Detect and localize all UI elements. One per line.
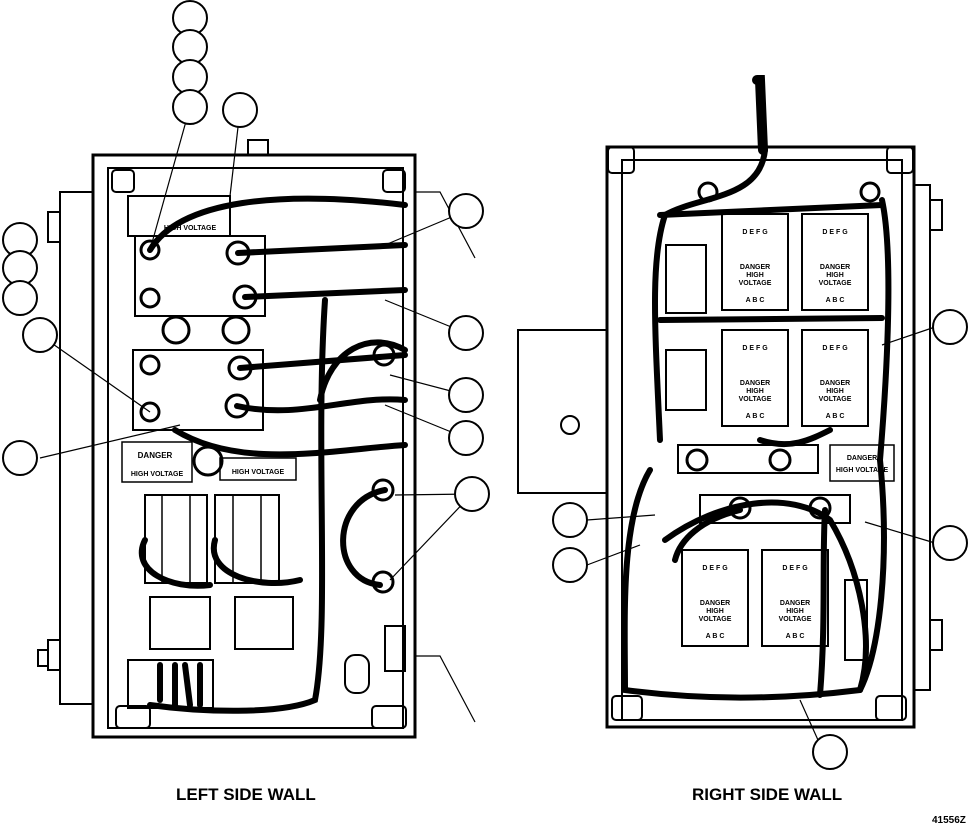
terminal-label-bottom: A B C (746, 297, 765, 304)
danger-label: DANGER (780, 600, 810, 607)
callout-balloon (2, 440, 38, 476)
right-side-wall (517, 75, 943, 741)
terminal-label-bottom: A B C (826, 297, 845, 304)
high-label: HIGH (746, 388, 764, 395)
callout-balloon (552, 502, 588, 538)
callout-balloon (448, 377, 484, 413)
left-side-wall (37, 106, 476, 739)
voltage-label: VOLTAGE (739, 280, 772, 287)
high-label: HIGH (706, 608, 724, 615)
voltage-label: VOLTAGE (819, 280, 852, 287)
voltage-label: VOLTAGE (779, 616, 812, 623)
right-side-box (517, 329, 608, 494)
callout-balloon (2, 250, 38, 286)
terminal-label-top: D E F G (782, 565, 808, 572)
terminal-label-bottom: A B C (826, 413, 845, 420)
left-flange (59, 191, 94, 705)
callout-balloon (932, 309, 968, 345)
terminal-label-bottom: A B C (786, 633, 805, 640)
hv-terminal-block-2 (132, 349, 264, 431)
callout-balloon (552, 547, 588, 583)
terminal-label-top: D E F G (742, 345, 768, 352)
left-caption: LEFT SIDE WALL (176, 785, 316, 804)
callout-balloon (448, 420, 484, 456)
terminal-label-top: D E F G (742, 229, 768, 236)
callout-balloon (22, 317, 58, 353)
right-caption: RIGHT SIDE WALL (692, 785, 843, 804)
danger-label: DANGER (138, 451, 173, 460)
terminal-label-top: D E F G (702, 565, 728, 572)
left-danger-label (121, 441, 193, 483)
high-voltage-label: HIGH VOLTAGE (232, 469, 285, 476)
right-relay-6 (761, 549, 829, 647)
voltage-label: VOLTAGE (699, 616, 732, 623)
danger-label: DANGER (700, 600, 730, 607)
callouts (2, 0, 968, 770)
voltage-label: VOLTAGE (739, 396, 772, 403)
terminal-label-top: D E F G (822, 229, 848, 236)
callout-balloon (222, 92, 258, 128)
right-relay-3 (721, 329, 789, 427)
danger-label: DANGER (820, 380, 850, 387)
danger-label: DANGER (740, 380, 770, 387)
callout-balloon (812, 734, 848, 770)
danger-label: DANGER (740, 264, 770, 271)
callout-balloon (448, 193, 484, 229)
callout-balloon (2, 280, 38, 316)
callout-balloon (448, 315, 484, 351)
right-hv-label (829, 444, 895, 482)
callout-balloon (172, 59, 208, 95)
high-voltage-label: HIGH VOLTAGE (836, 467, 889, 474)
danger-label: DANGER (847, 455, 877, 462)
high-label: HIGH (826, 388, 844, 395)
high-voltage-label: HIGH VOLTAGE (131, 471, 184, 478)
terminal-label-top: D E F G (822, 345, 848, 352)
voltage-label: VOLTAGE (819, 396, 852, 403)
callout-balloon (172, 89, 208, 125)
right-relay-5 (681, 549, 749, 647)
high-label: HIGH (786, 608, 804, 615)
right-flange (913, 184, 931, 691)
right-relay-1 (721, 213, 789, 311)
danger-label: DANGER (820, 264, 850, 271)
right-relay-2 (801, 213, 869, 311)
high-label: HIGH (746, 272, 764, 279)
callout-balloon (172, 29, 208, 65)
callout-balloon (454, 476, 490, 512)
high-label: HIGH (826, 272, 844, 279)
high-voltage-label: HIGH VOLTAGE (164, 225, 217, 232)
terminal-label-bottom: A B C (706, 633, 725, 640)
figure-number: 41556Z (932, 815, 966, 826)
left-relay-1 (144, 494, 208, 584)
callout-balloon (932, 525, 968, 561)
terminal-label-bottom: A B C (746, 413, 765, 420)
right-relay-4 (801, 329, 869, 427)
